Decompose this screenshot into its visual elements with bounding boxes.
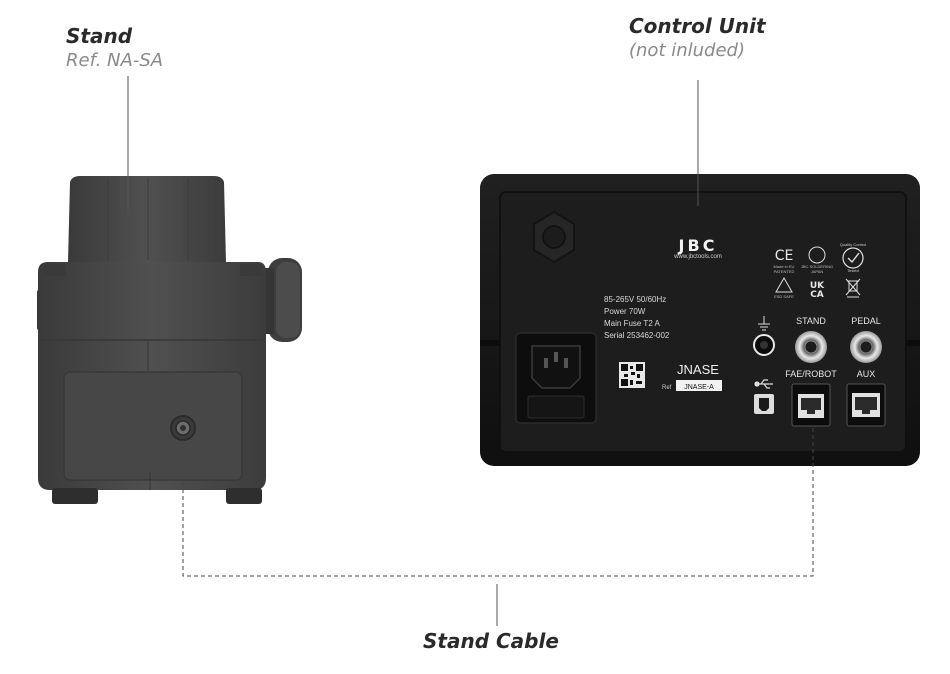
stand-device bbox=[37, 176, 302, 504]
japan-text: JAPAN bbox=[811, 269, 824, 274]
jbc-website: www.jbctools.com bbox=[673, 254, 722, 260]
stand-port-label: STAND bbox=[796, 316, 826, 326]
pedal-port-label: PEDAL bbox=[851, 316, 881, 326]
usb-icon bbox=[754, 379, 773, 389]
spec-power: Power 70W bbox=[604, 307, 646, 316]
patented-text: PATENTED bbox=[774, 269, 795, 274]
ukca-mark-top: UK bbox=[810, 281, 825, 291]
aux-port-label: AUX bbox=[857, 369, 876, 379]
esd-safe-icon bbox=[775, 276, 793, 293]
stand-cable-title: Stand Cable bbox=[423, 629, 559, 653]
spec-serial: Serial 253462-002 bbox=[604, 331, 670, 340]
quality-control-text: Quality Control bbox=[840, 242, 867, 247]
jbc-soldering-text: JBC SOLDERING bbox=[801, 264, 833, 269]
stand-cable-path bbox=[182, 426, 814, 577]
qr-code bbox=[619, 362, 645, 388]
stand-title: Stand bbox=[66, 24, 133, 48]
control-unit-title: Control Unit bbox=[629, 14, 766, 38]
ref-value: JNASE-A bbox=[684, 384, 714, 391]
spec-voltage: 85-265V 50/60Hz bbox=[604, 295, 666, 304]
ground-icon bbox=[758, 316, 770, 331]
stand-top-housing bbox=[68, 176, 226, 262]
weee-bin-icon bbox=[845, 278, 861, 298]
ukca-mark-bottom: CA bbox=[810, 290, 824, 300]
made-in-eu-text: Made in EU bbox=[774, 264, 795, 269]
jbc-logo: JBC bbox=[678, 236, 718, 255]
fuse-drawer bbox=[527, 395, 585, 419]
esd-safe-text: ESD SAFE bbox=[774, 294, 794, 299]
stand-ref: Ref. NA-SA bbox=[66, 50, 164, 71]
ref-prefix: Ref bbox=[662, 385, 672, 391]
spec-fuse: Main Fuse T2 A bbox=[604, 319, 661, 328]
control-unit-device: JBC www.jbctools.com CE Made in EU PATEN… bbox=[480, 174, 920, 466]
patent-seal-icon bbox=[808, 246, 826, 264]
tested-text: Tested bbox=[847, 268, 859, 273]
model-name: JNASE bbox=[677, 362, 719, 377]
stand-lower-panel bbox=[63, 371, 243, 481]
ref-label-box bbox=[676, 380, 722, 391]
control-unit-note: (not inluded) bbox=[629, 40, 745, 61]
ce-mark: CE bbox=[775, 248, 794, 264]
fae-robot-port-label: FAE/ROBOT bbox=[785, 369, 837, 379]
quality-tested-seal-icon bbox=[842, 247, 864, 269]
